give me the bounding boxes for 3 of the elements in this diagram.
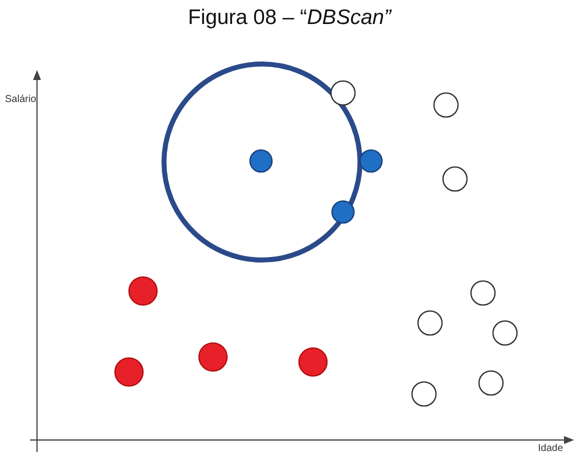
axis-label: Salário xyxy=(5,94,36,105)
figure-title: Figura 08 – “DBScan” xyxy=(188,6,392,29)
axis-label: Idade xyxy=(538,443,564,454)
